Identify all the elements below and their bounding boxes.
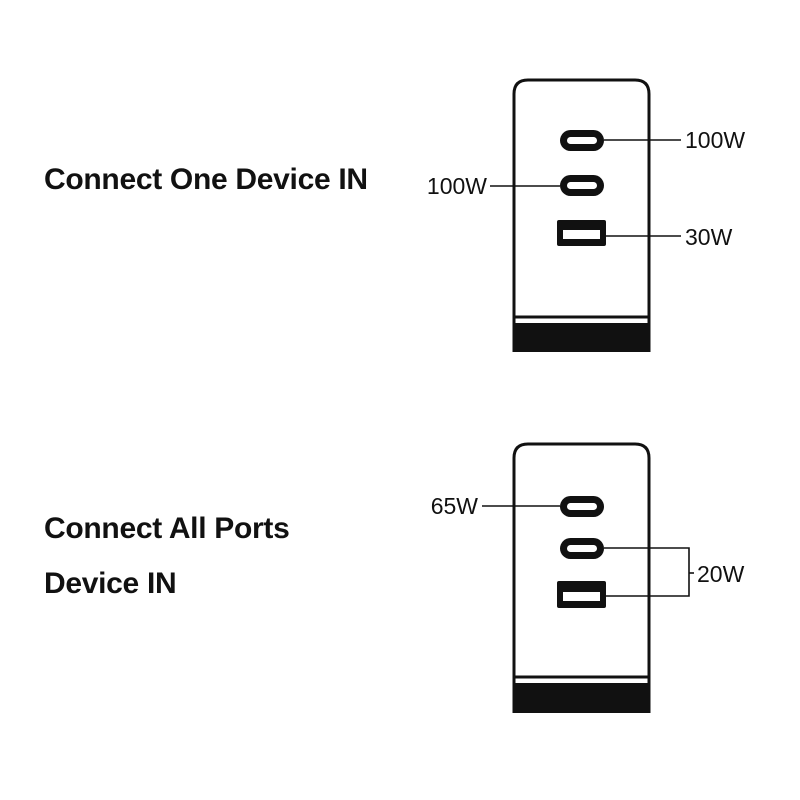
- usb-c-port-1: [560, 130, 604, 151]
- charger-base-band: [513, 323, 650, 352]
- watt-label-port-1: 65W: [431, 493, 479, 519]
- charger-body: [512, 442, 651, 713]
- watt-label-port-3: 30W: [685, 224, 733, 250]
- bracket-ports-2-3: [604, 547, 690, 597]
- heading-device-in: Device IN: [44, 567, 177, 600]
- watt-label-port-1: 100W: [685, 127, 745, 153]
- usb-a-port: [557, 220, 606, 246]
- heading-connect-all-ports: Connect All Ports: [44, 512, 290, 545]
- charger-all-ports: 65W 20W: [431, 442, 745, 713]
- watt-label-port-2: 100W: [427, 173, 487, 199]
- usb-c-port-2: [560, 538, 604, 559]
- watt-label-ports-2-3: 20W: [697, 561, 745, 587]
- usb-c-port-1: [560, 496, 604, 517]
- heading-connect-one-device: Connect One Device IN: [44, 163, 368, 196]
- usb-a-port: [557, 581, 606, 608]
- charger-base-band: [513, 683, 650, 713]
- charger-single-device: 100W 100W 30W: [427, 78, 745, 352]
- usb-c-port-2: [560, 175, 604, 196]
- charger-body: [512, 78, 651, 352]
